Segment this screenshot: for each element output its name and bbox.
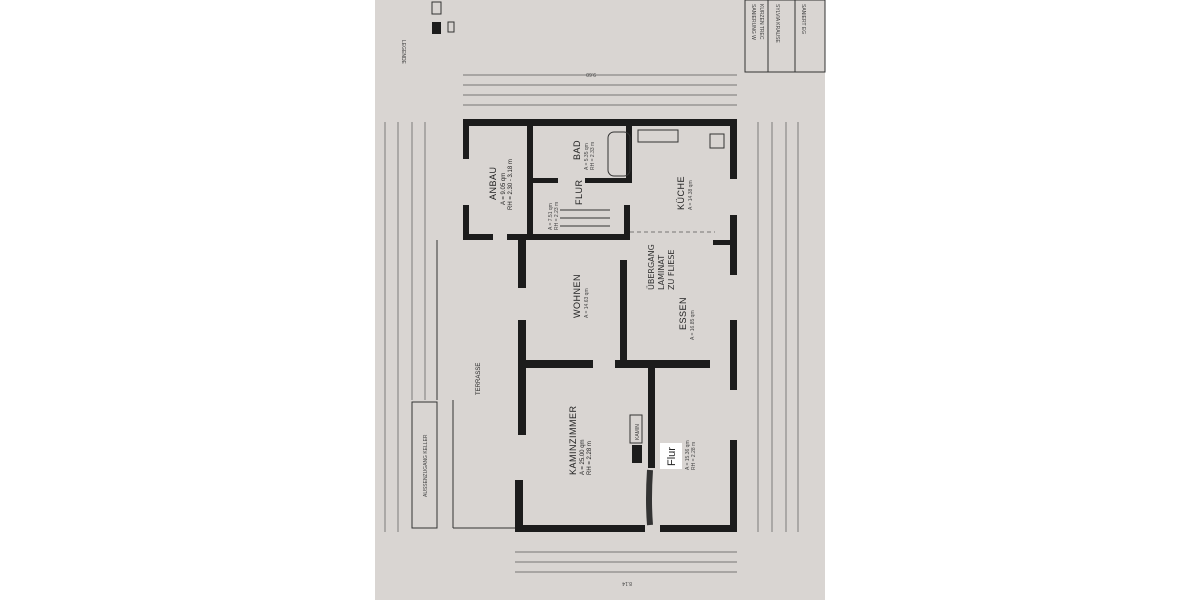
handwritten-note-3: ZU FLIESE xyxy=(667,250,676,290)
project-title: SANIERUNG W xyxy=(750,4,756,40)
keller-entrance xyxy=(411,401,438,529)
kaminzimmer-name: KAMINZIMMER xyxy=(568,406,578,476)
kamin-label: KAMIN xyxy=(635,424,641,440)
anbau-name: ANBAU xyxy=(488,166,498,200)
title-block: SANIERUNG W KURZEN TREC SYLVIA KRAUSE SA… xyxy=(744,0,826,73)
keller-label: AUSSENZUGANG KELLER xyxy=(423,434,429,497)
sink xyxy=(709,133,725,149)
kaminzimmer-area: A = 25.00 qm xyxy=(580,439,586,475)
owner-name: SYLVIA KRAUSE xyxy=(774,4,780,43)
top-total-dimension: 9.60 xyxy=(586,71,596,77)
bottom-total-dimension: 8.14 xyxy=(622,580,632,586)
door-mark xyxy=(646,469,653,526)
kueche-area: A = 14.38 qm xyxy=(688,180,694,210)
fixtures xyxy=(560,129,725,526)
bad-height: RH = 2.33 m xyxy=(590,142,596,170)
dimension-lines: 9.60 8.14 xyxy=(384,71,799,586)
flur-oben-height: RH = 2.23 m xyxy=(554,202,560,230)
bad-area: A = 5.35 qm xyxy=(584,143,590,170)
legend: LEGENDE xyxy=(400,1,455,65)
legend-title: LEGENDE xyxy=(400,40,406,65)
bad-name: BAD xyxy=(572,140,582,160)
flur-unten-area: A = 15.36 qm xyxy=(685,440,691,470)
terrace: TERRASSE AUSSENZUGANG KELLER xyxy=(411,240,515,529)
kitchen-counter xyxy=(637,129,679,143)
room-labels: ANBAU A = 9.05 qm RH = 2.30 - 3.18 m BAD… xyxy=(488,140,697,475)
anbau-height: RH = 2.30 - 3.18 m xyxy=(508,159,514,210)
walls xyxy=(463,119,737,532)
fireplace xyxy=(629,414,643,444)
kueche-name: KÜCHE xyxy=(676,176,686,210)
bathtub xyxy=(607,131,631,177)
terrasse-label: TERRASSE xyxy=(476,363,482,395)
handwritten-note-2: LAMINAT xyxy=(657,255,666,290)
anbau-area: A = 9.05 qm xyxy=(501,173,507,205)
flur-oben-area: A = 7.51 qm xyxy=(548,203,554,230)
flur-unten-height: RH = 2.28 m xyxy=(691,442,697,470)
essen-name: ESSEN xyxy=(678,297,688,330)
wohnen-area: A = 14.63 qm xyxy=(584,288,590,318)
flur-oben-name: FLUR xyxy=(574,179,584,205)
sheet-name: SANIERT EG xyxy=(800,4,806,34)
flur-label-box xyxy=(660,443,682,469)
essen-area: A = 16.85 qm xyxy=(690,310,696,340)
wohnen-name: WOHNEN xyxy=(572,274,582,318)
kaminzimmer-height: RH = 2.28 m xyxy=(587,441,593,475)
project-subtitle: KURZEN TREC xyxy=(758,4,764,40)
floor-plan-paper xyxy=(375,0,825,600)
flur-unten-label: Flur xyxy=(666,447,678,466)
handwritten-note-1: ÜBERGANG xyxy=(646,244,656,290)
